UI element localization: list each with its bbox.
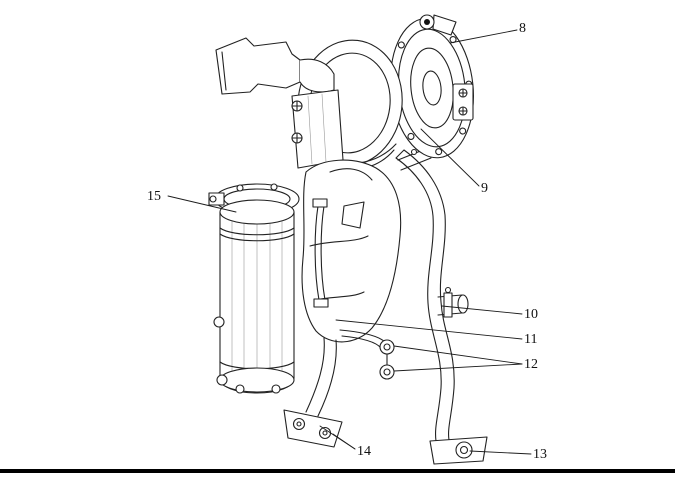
oil-supply-line xyxy=(312,198,329,308)
leader-line-15 xyxy=(167,195,237,213)
leader-line-12b xyxy=(393,363,523,372)
leader-line-10 xyxy=(441,305,523,315)
callout-label-14: 14 xyxy=(357,444,371,459)
inlet-fitting xyxy=(419,14,457,36)
banjo-fittings xyxy=(339,329,395,380)
side-bracket xyxy=(452,83,474,121)
bottom-rule xyxy=(0,469,675,473)
callout-label-11: 11 xyxy=(524,332,538,347)
leader-line-8 xyxy=(449,29,518,44)
callout-label-10: 10 xyxy=(524,307,538,322)
callout-label-15: 15 xyxy=(147,189,161,204)
drain-tube xyxy=(283,337,343,448)
hose-connection xyxy=(437,286,469,318)
callout-label-13: 13 xyxy=(533,447,547,462)
callout-label-9: 9 xyxy=(481,181,488,196)
leader-line-9 xyxy=(420,128,480,187)
air-inlet-elbow xyxy=(215,37,335,95)
leader-line-11 xyxy=(335,319,523,340)
mounting-bracket xyxy=(291,89,344,169)
catalyst-canister xyxy=(213,199,295,394)
leader-line-12a xyxy=(393,345,523,365)
leader-lines xyxy=(167,29,532,455)
compressor-mounting-plate xyxy=(390,17,474,159)
exhaust-outlet-pipe xyxy=(395,147,488,465)
callout-label-8: 8 xyxy=(519,21,526,36)
leader-line-13 xyxy=(469,450,532,455)
leader-line-14b xyxy=(332,433,356,450)
turbocharger-center-housing xyxy=(301,159,402,343)
callout-label-12: 12 xyxy=(524,357,538,372)
